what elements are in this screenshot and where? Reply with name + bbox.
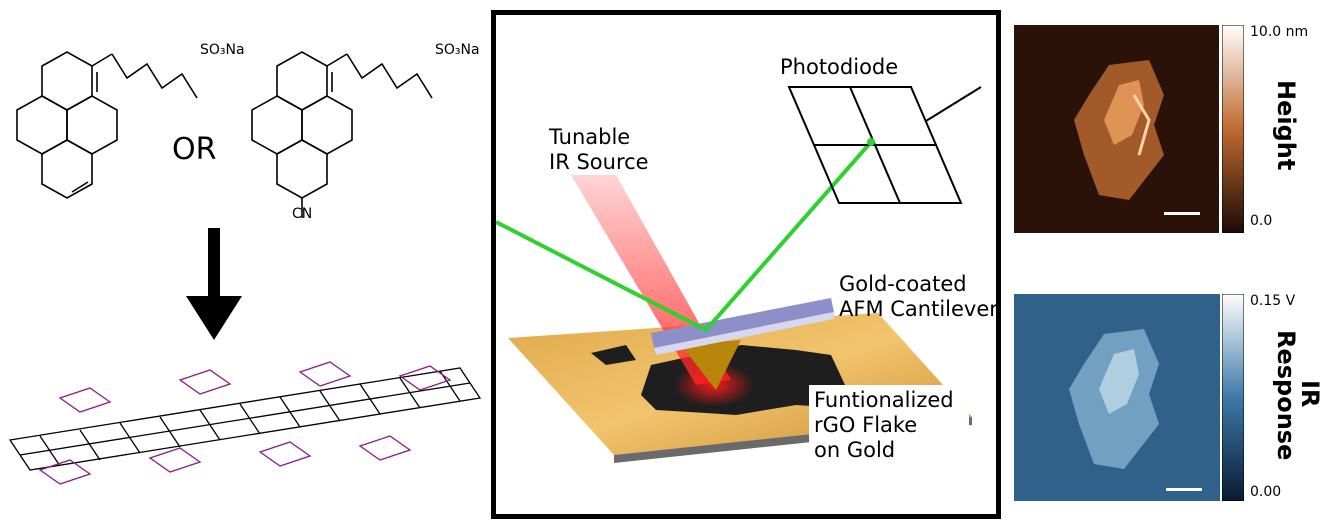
photodiode-detector <box>787 86 982 204</box>
ir-title-line2: Response <box>1272 330 1300 461</box>
height-map-scalebar <box>1164 212 1200 215</box>
ir-min-label: 0.00 <box>1250 484 1282 500</box>
reaction-arrow <box>186 228 242 340</box>
ir-source-label-line1: Tunable <box>549 125 631 149</box>
sulfonate-label-2: SO₃Na <box>435 42 480 58</box>
afm-ir-setup-panel: Photodiode Tunable IR Source Gold-coated… <box>491 10 1001 519</box>
flake-label-line1: Funtionalized <box>814 388 954 412</box>
height-min-label: 0.0 <box>1250 213 1273 229</box>
ir-source-label-line2: IR Source <box>549 150 649 174</box>
ir-title-line1: IR <box>1296 380 1324 408</box>
green-laser-path <box>496 140 873 333</box>
cyano-label: CN <box>292 206 313 222</box>
cyano-pyrene-sulfonate-molecule <box>251 51 433 218</box>
functionalized-graphene-sheet <box>8 361 482 485</box>
afm-ir-setup-illustration <box>496 86 982 463</box>
sulfonate-label-1: SO₃Na <box>200 42 245 58</box>
photodiode-label: Photodiode <box>780 55 899 79</box>
afm-tip <box>681 340 741 390</box>
ir-max-label: 0.15 V <box>1250 293 1296 309</box>
flake-label-box <box>809 385 969 475</box>
pyrene-sulfonate-molecule <box>16 51 198 199</box>
afm-cantilever <box>651 298 834 348</box>
or-label: OR <box>172 132 217 167</box>
height-colorbar <box>1222 25 1244 233</box>
cantilever-label-line1: Gold-coated <box>839 272 967 296</box>
ir-map-image <box>1014 294 1220 501</box>
molecules-diagram <box>8 51 482 485</box>
height-title: Height <box>1272 80 1300 171</box>
flake-label-line2: rGO Flake <box>814 413 918 437</box>
flake-label-line3: on Gold <box>814 438 896 462</box>
height-max-label: 10.0 nm <box>1250 24 1309 40</box>
ir-colorbar <box>1222 294 1244 501</box>
cantilever-label-line2: AFM Cantilever <box>839 297 998 321</box>
ir-map-scalebar <box>1166 488 1202 491</box>
height-map-image <box>1014 25 1219 233</box>
